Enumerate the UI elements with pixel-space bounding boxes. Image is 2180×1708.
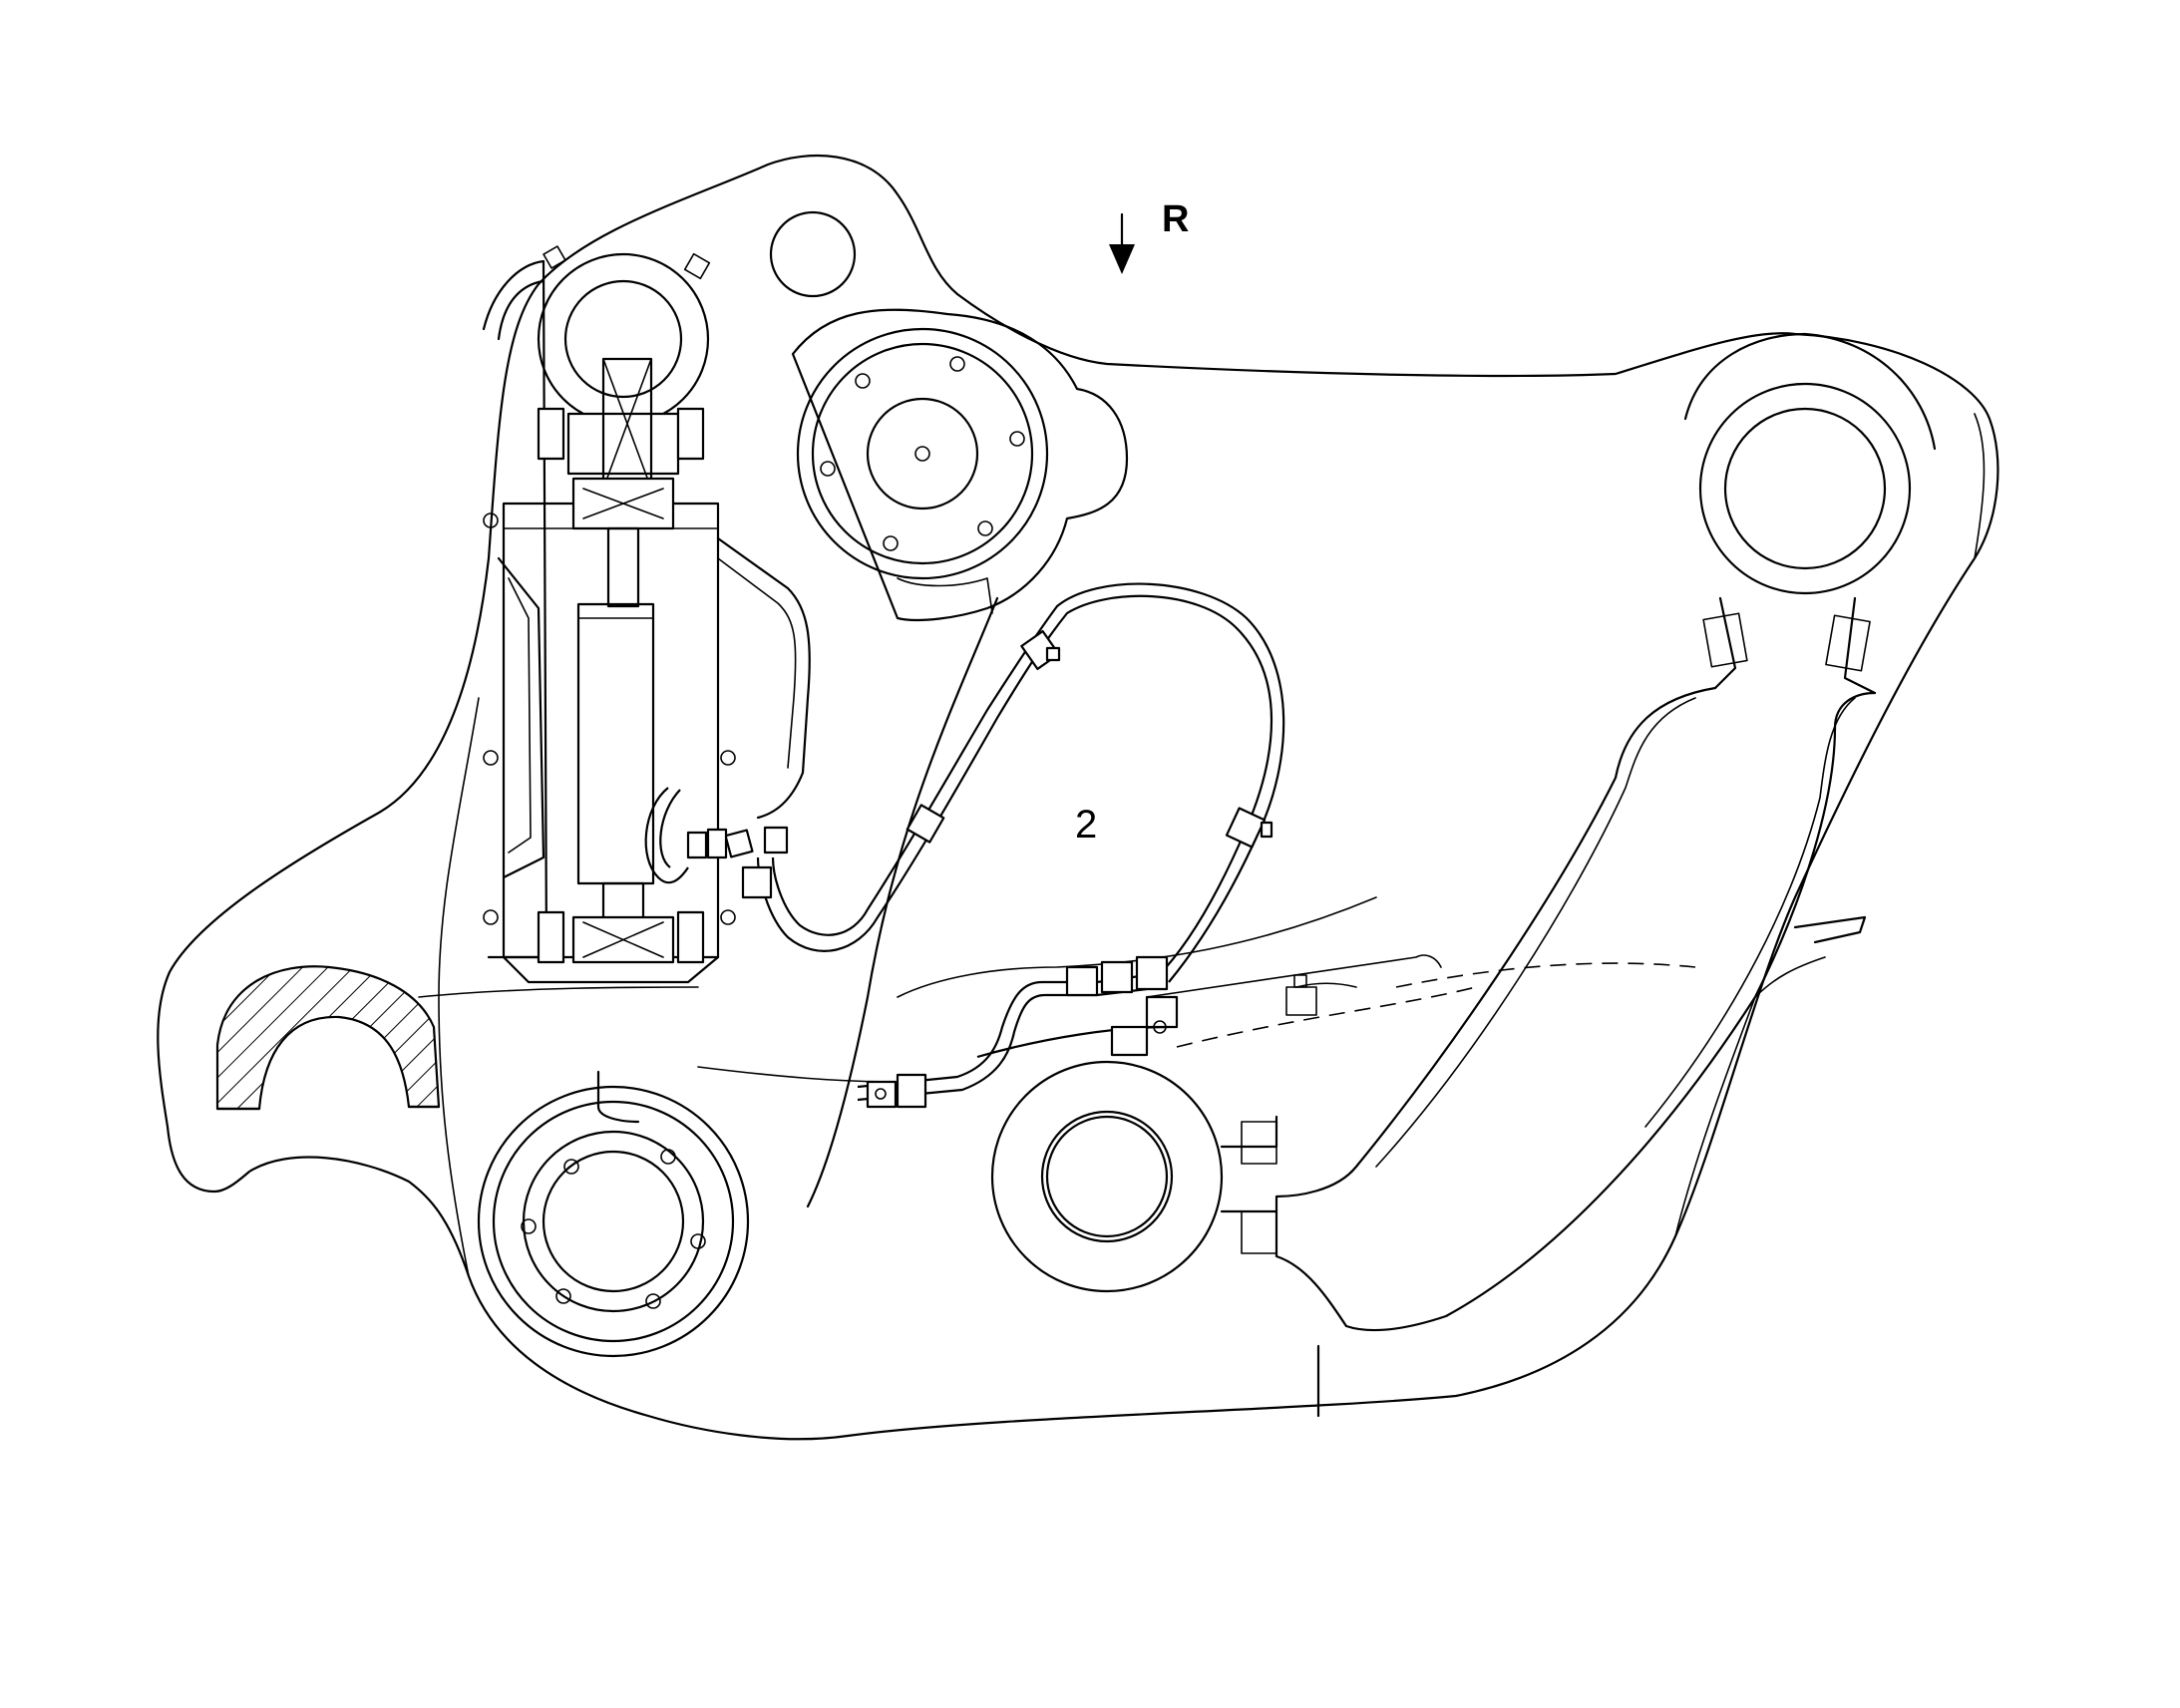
coupler-housing: [157, 154, 1999, 1441]
upper-pin-hole: [769, 210, 857, 298]
view-direction-marker: R: [1109, 198, 1189, 274]
cylinder-frame: [482, 259, 811, 984]
cylinder-top-eye: [537, 245, 711, 530]
side-plate-edges: [806, 596, 1696, 1208]
upper-bearing-cap: [791, 308, 1129, 622]
front-hook-section: [215, 965, 441, 1111]
view-marker-label: R: [1162, 198, 1189, 240]
arrow-down-icon: [1109, 212, 1135, 274]
hydraulic-cylinder: [537, 526, 705, 964]
callout-number-2: 2: [1075, 803, 1097, 847]
hydraulic-hose-assembly: [686, 582, 1285, 1109]
lower-bearing-cap: [477, 1070, 750, 1358]
rear-link-arm: [990, 332, 1937, 1332]
